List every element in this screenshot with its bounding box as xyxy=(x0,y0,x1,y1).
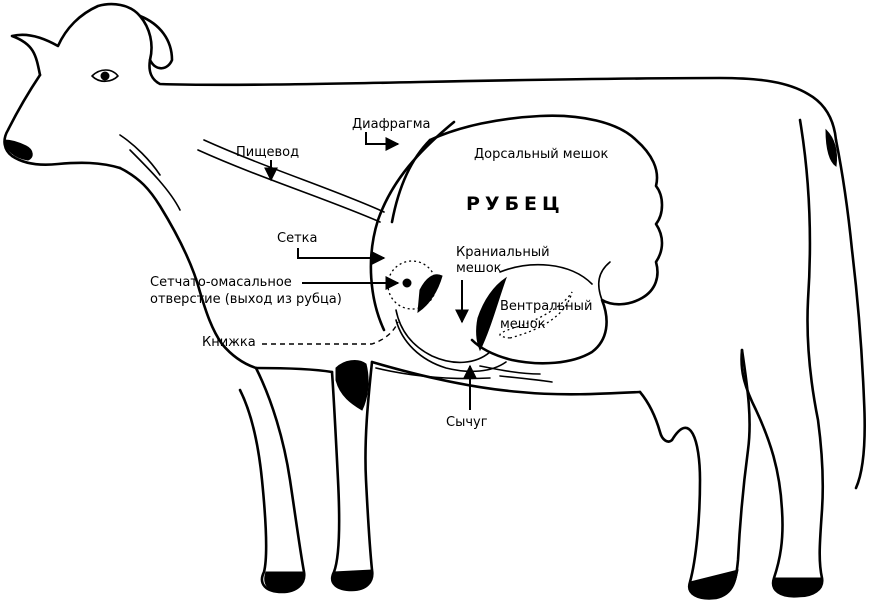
label-reticulum: Сетка xyxy=(277,231,317,246)
label-omasum: Книжка xyxy=(202,335,256,350)
rumen-outline xyxy=(428,114,664,365)
label-cranial-sac-line1: Краниальный xyxy=(456,245,550,260)
label-reticulo-omasal-line1: Сетчато-омасальное xyxy=(150,275,292,290)
cow-body-outline xyxy=(3,2,867,600)
diaphragm-line xyxy=(369,120,456,332)
label-dorsal-sac: Дорсальный мешок xyxy=(474,147,608,162)
esophagus-tube xyxy=(197,149,381,223)
omasum-dashed-line xyxy=(262,321,399,345)
label-esophagus: Пищевод xyxy=(236,145,299,160)
label-abomasum: Сычуг xyxy=(446,415,488,430)
stomach-compartments xyxy=(197,114,664,383)
label-rumen: РУБЕЦ xyxy=(466,193,565,215)
label-ventral-sac-line1: Вентральный xyxy=(500,299,592,314)
label-cranial-sac-line2: мешок xyxy=(456,261,502,276)
label-reticulo-omasal-line2: отверстие (выход из рубца) xyxy=(150,292,342,307)
label-diaphragm: Диафрагма xyxy=(352,117,431,132)
label-ventral-sac-line2: мешок xyxy=(500,317,546,332)
